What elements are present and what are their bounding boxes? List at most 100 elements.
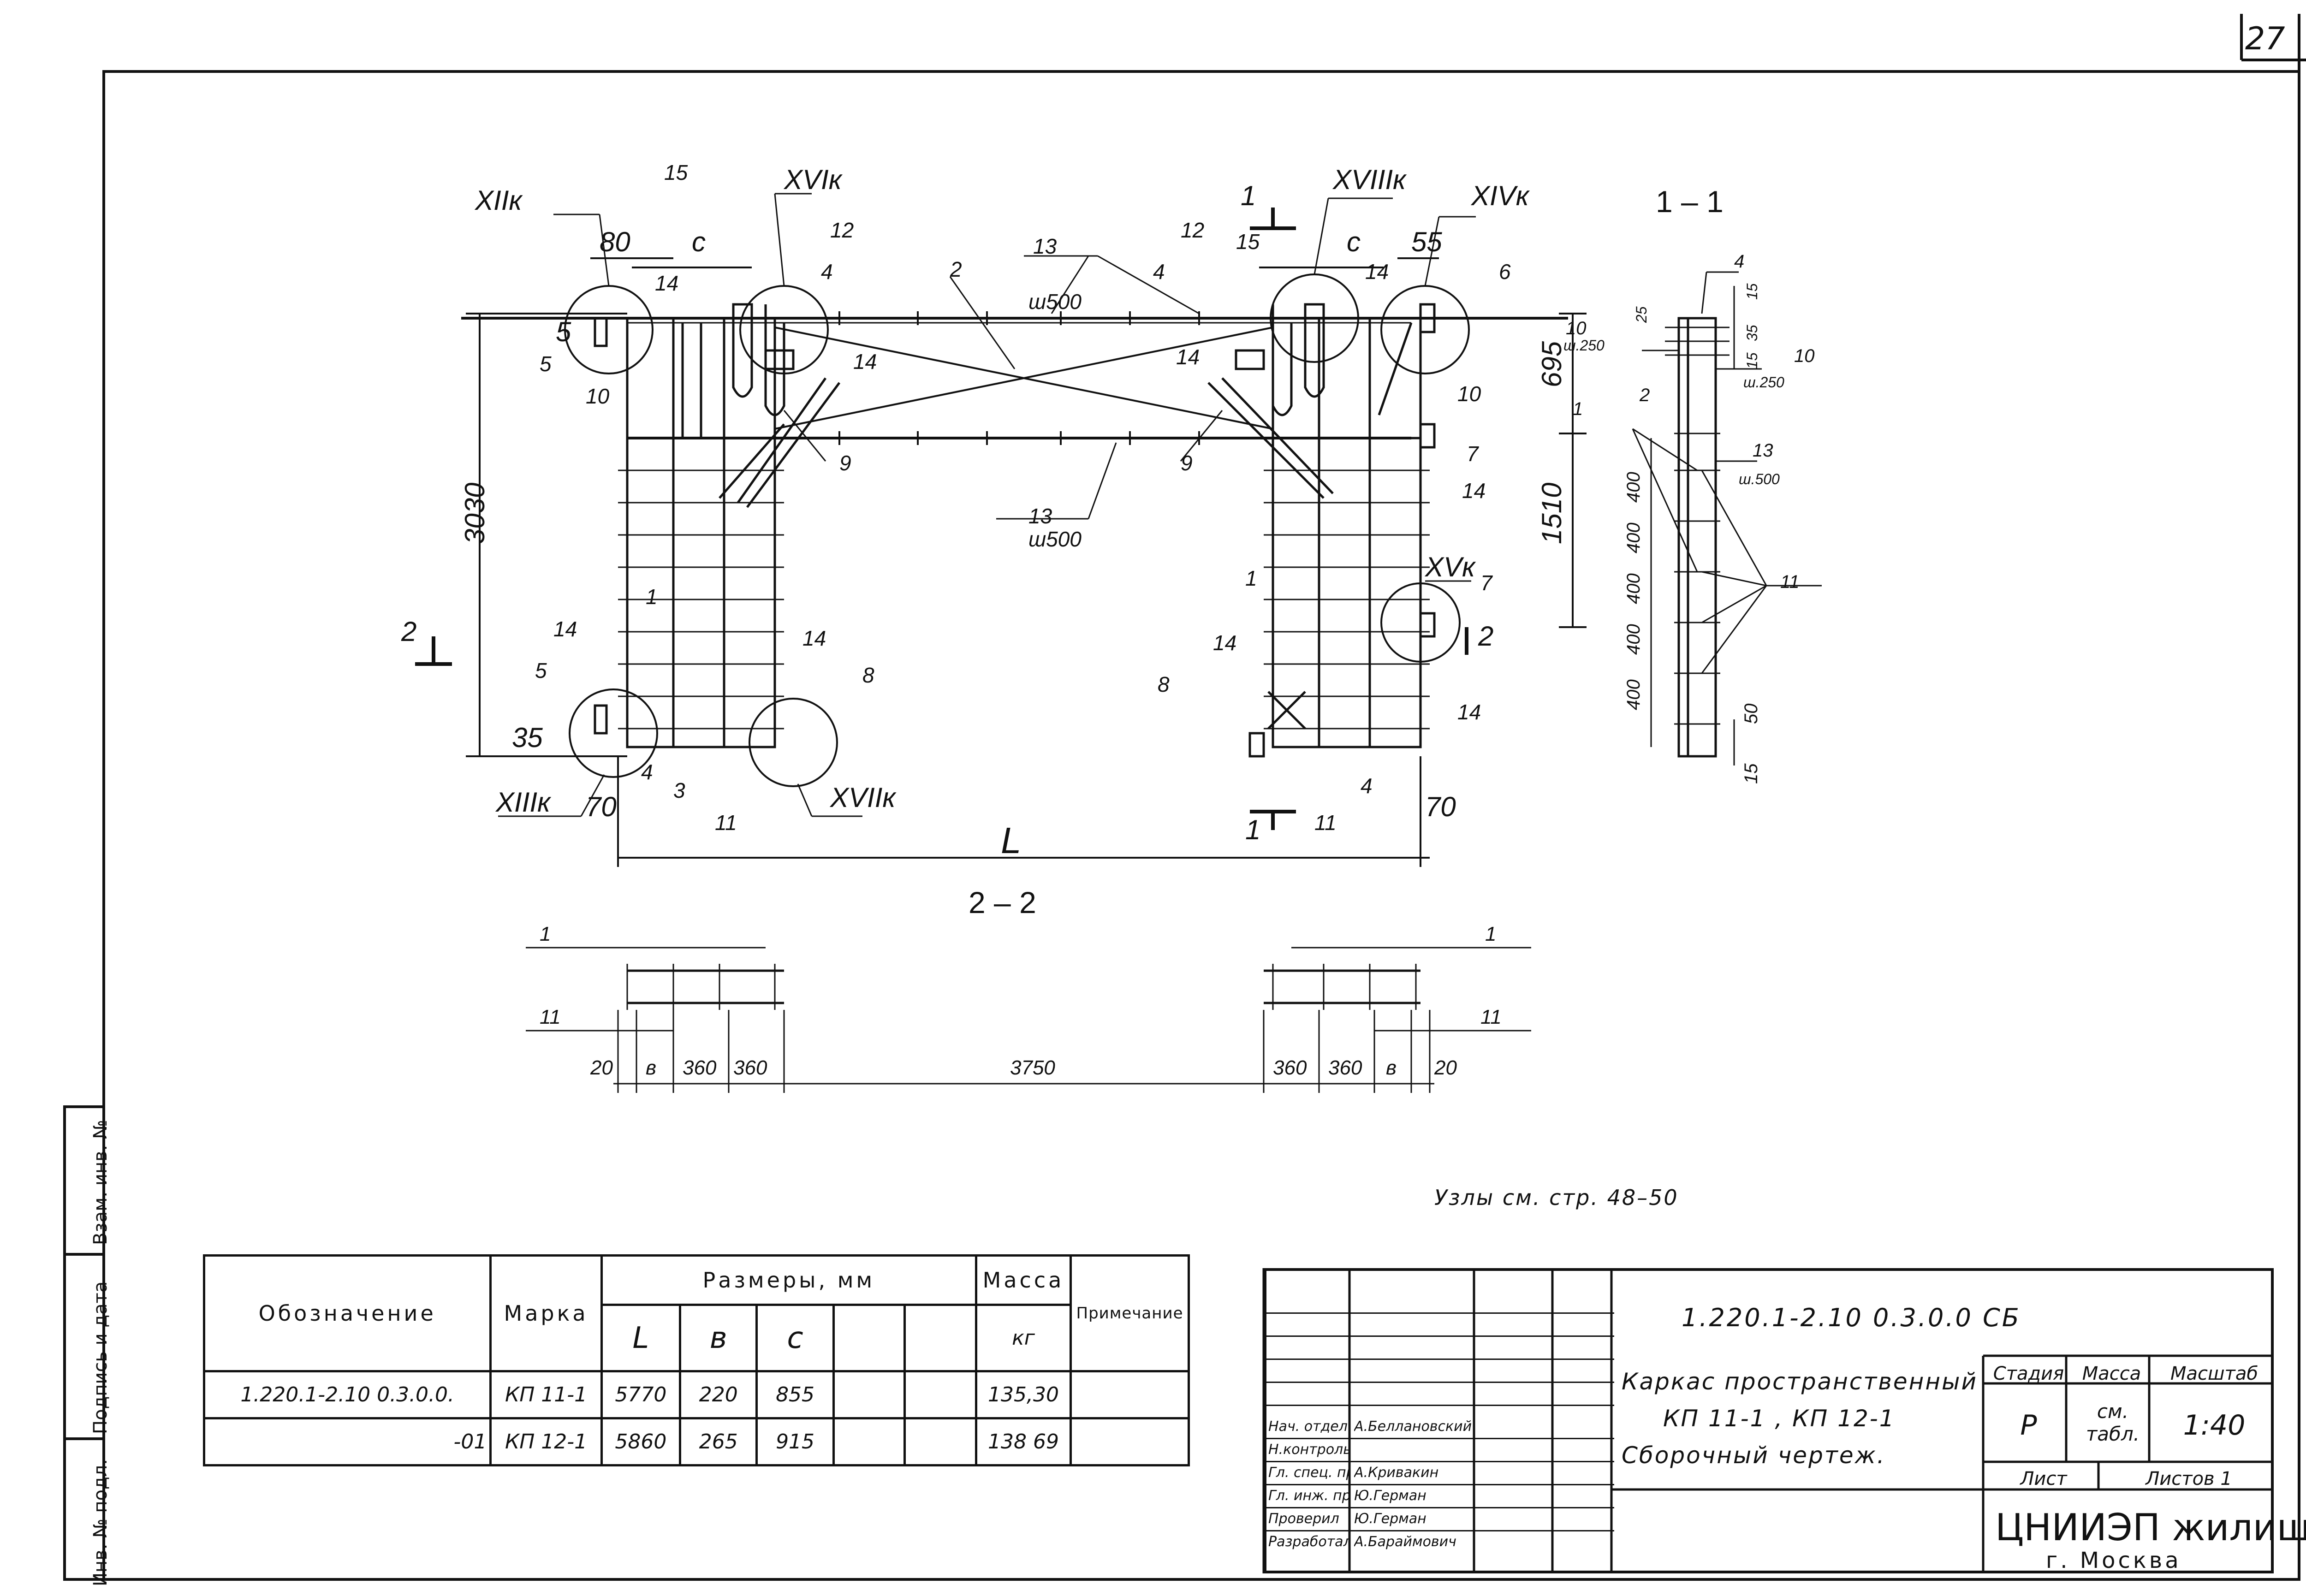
node-XIIk: XIIк	[474, 185, 523, 216]
svg-text:4: 4	[641, 760, 653, 784]
organization-city: г. Москва	[2046, 1548, 2181, 1573]
dim-1510: 1510	[1536, 483, 1567, 544]
svg-text:1: 1	[1485, 923, 1496, 945]
svg-text:10: 10	[586, 384, 610, 408]
node-XVIIIk: XVIIIк	[1332, 164, 1407, 195]
svg-text:13: 13	[1753, 440, 1773, 461]
stage-label: Стадия	[1993, 1363, 2064, 1384]
section-1-1: 1 – 1 4 10 10 2 1 13 11 ш.250 ш.250 ш.50…	[1563, 184, 1822, 784]
node-XIIIk: XIIIк	[495, 787, 552, 818]
svg-text:400: 400	[1623, 522, 1644, 553]
svg-text:5: 5	[540, 352, 552, 376]
dim-70-right: 70	[1425, 791, 1456, 822]
plan-labels: XIIк XVIк XVIIIк XIVк XVк XIIIк XVIIк 30…	[401, 160, 1567, 861]
svg-text:14: 14	[853, 350, 877, 374]
svg-text:4: 4	[1361, 774, 1373, 798]
svg-text:360: 360	[683, 1056, 717, 1079]
svg-text:4: 4	[1153, 260, 1165, 284]
svg-text:5: 5	[535, 659, 547, 682]
step-13-top: ш500	[1028, 290, 1082, 314]
table-row: -01 КП 12-1 5860 265 915 138 69	[202, 1417, 1190, 1466]
svg-text:4: 4	[821, 260, 833, 284]
svg-text:14: 14	[655, 271, 678, 295]
svg-text:7: 7	[1480, 571, 1493, 595]
section-2-2-title: 2 – 2	[969, 885, 1036, 920]
mass-label: Масса	[2082, 1363, 2141, 1384]
page-number: 27	[2245, 21, 2285, 57]
svg-text:1: 1	[1573, 399, 1583, 419]
hdr-mark: Марка	[489, 1254, 603, 1373]
svg-text:14: 14	[1365, 260, 1389, 284]
title-block-grid	[1262, 1268, 2274, 1573]
svg-text:400: 400	[1623, 679, 1644, 710]
svg-text:15: 15	[1744, 283, 1760, 300]
svg-text:13: 13	[1033, 234, 1057, 258]
svg-text:в: в	[1386, 1056, 1397, 1079]
dim-c-right: c	[1347, 226, 1361, 257]
dim-70-left: 70	[586, 791, 617, 822]
svg-text:14: 14	[802, 626, 826, 650]
svg-text:6: 6	[1499, 260, 1511, 284]
dim-55: 55	[1411, 226, 1442, 257]
svg-text:1: 1	[1245, 566, 1257, 590]
svg-text:10: 10	[1566, 318, 1587, 338]
organization-name: ЦНИИЭП жилища	[1995, 1506, 2306, 1549]
svg-text:ш.250: ш.250	[1743, 374, 1784, 391]
signature-row: Гл. инж. пр. Ю.Герман	[1266, 1484, 1614, 1508]
nodes-note: Узлы см. стр. 48–50	[1434, 1185, 1679, 1210]
signature-row: Нач. отдел А.Беллановский	[1266, 1415, 1614, 1439]
svg-text:15: 15	[1236, 230, 1260, 254]
plan-view	[415, 193, 1587, 867]
svg-text:9: 9	[1181, 451, 1193, 475]
sheets-label: Листов 1	[2146, 1468, 2232, 1489]
mass-value: см. табл.	[2086, 1400, 2140, 1445]
sheet-frame	[63, 14, 2306, 1581]
svg-text:25: 25	[1633, 306, 1650, 323]
hdr-c: с	[755, 1304, 835, 1373]
section-2-2: 2 – 2	[526, 885, 1531, 1093]
signature-row: Проверил Ю.Герман	[1266, 1507, 1614, 1531]
step-13-bottom: ш500	[1028, 527, 1082, 551]
svg-text:в: в	[646, 1056, 656, 1079]
svg-text:50: 50	[1741, 704, 1761, 724]
dim-80: 80	[600, 226, 630, 257]
svg-text:3750: 3750	[1010, 1056, 1055, 1079]
svg-text:10: 10	[1457, 382, 1481, 406]
svg-text:15: 15	[664, 160, 688, 184]
dim-35: 35	[512, 722, 543, 753]
svg-text:400: 400	[1623, 624, 1644, 655]
hdr-note: Примечание	[1070, 1254, 1190, 1373]
svg-text:12: 12	[1181, 218, 1204, 242]
dim-5: 5	[556, 316, 571, 347]
svg-text:9: 9	[839, 451, 851, 475]
dim-L: L	[1001, 820, 1022, 861]
specification-table: Обозначение Марка Размеры, мм Масса Прим…	[202, 1254, 1190, 1466]
svg-text:20: 20	[590, 1056, 613, 1079]
document-title: Каркас пространственный КП 11-1 , КП 12-…	[1622, 1368, 1978, 1469]
signature-grid: Нач. отдел А.Беллановский Н.контроль Гл.…	[1266, 1271, 1614, 1571]
hdr-designation: Обозначение	[202, 1254, 492, 1373]
hdr-b: в	[679, 1304, 758, 1373]
dim-c-left: c	[692, 226, 706, 257]
svg-text:400: 400	[1623, 472, 1644, 503]
node-XVk: XVк	[1424, 552, 1476, 582]
hdr-mass-unit: кг	[975, 1304, 1072, 1373]
svg-text:12: 12	[830, 218, 854, 242]
svg-text:1: 1	[540, 923, 551, 945]
section-mark-2-right: 2	[1478, 621, 1493, 652]
svg-text:360: 360	[733, 1056, 767, 1079]
svg-text:3: 3	[673, 778, 685, 802]
section-mark-2-left: 2	[401, 616, 416, 647]
svg-text:1: 1	[646, 585, 658, 609]
scale-label: Масштаб	[2170, 1363, 2258, 1384]
svg-text:360: 360	[1273, 1056, 1307, 1079]
svg-text:4: 4	[1734, 251, 1744, 272]
signature-row: Н.контроль	[1266, 1438, 1614, 1462]
svg-text:ш.500: ш.500	[1739, 471, 1780, 487]
section-1-1-title: 1 – 1	[1656, 184, 1724, 219]
signature-row: Разработал А.Бараймович	[1268, 1534, 1456, 1550]
hdr-mass: Масса	[975, 1254, 1072, 1306]
svg-text:20: 20	[1434, 1056, 1457, 1079]
svg-text:15: 15	[1741, 763, 1761, 784]
